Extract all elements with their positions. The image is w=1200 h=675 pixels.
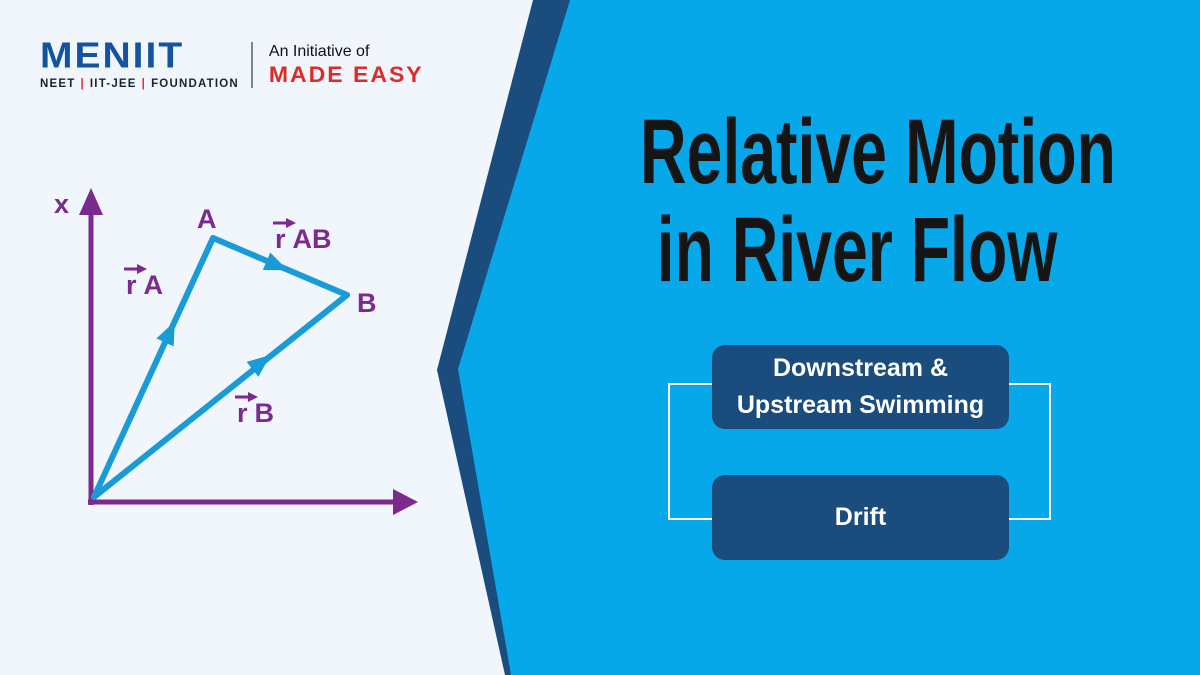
axis-label-x: x	[54, 189, 69, 219]
point-b-label: B	[357, 288, 377, 318]
ra-overbar-arrowhead-icon	[137, 264, 147, 274]
brand-header: MENIIT NEET|IIT-JEE|FOUNDATION An Initia…	[40, 36, 424, 90]
vector-rab-arrowhead-icon	[262, 252, 288, 271]
rab-overbar-arrowhead-icon	[286, 218, 296, 228]
tagline-separator: |	[141, 78, 147, 90]
downstream-upstream-line2: Upstream Swimming	[736, 391, 985, 419]
made-easy-logo-text: MADE EASY	[268, 62, 424, 87]
title-line-2: in River Flow	[656, 199, 1058, 301]
vector-rb-line	[91, 292, 350, 500]
initiative-label: An Initiative of	[268, 43, 370, 60]
title-line-1: Relative Motion	[640, 101, 1116, 203]
brand-divider-line	[250, 42, 253, 88]
vector-ra-line	[91, 235, 216, 500]
meniit-logo-tagline: NEET|IIT-JEE|FOUNDATION	[40, 78, 239, 90]
tagline-separator: |	[80, 78, 85, 90]
downstream-upstream-line1: Downstream &	[772, 354, 949, 382]
meniit-logo-text: MENIIT	[40, 36, 185, 76]
vector-ra-arrowhead-icon	[156, 321, 175, 347]
y-axis-arrowhead-icon	[79, 188, 103, 215]
drift-label: Drift	[834, 503, 887, 531]
made-easy-block: An Initiative of MADE EASY	[269, 42, 424, 88]
meniit-logo: MENIIT NEET|IIT-JEE|FOUNDATION	[40, 36, 239, 90]
x-axis-arrowhead-icon	[393, 489, 418, 515]
point-a-label: A	[197, 204, 217, 234]
page-title: Relative Motion in River Flow	[547, 103, 1167, 299]
drift-button[interactable]: Drift	[712, 475, 1009, 560]
downstream-upstream-button[interactable]: Downstream & Upstream Swimming	[712, 345, 1009, 429]
rb-overbar-arrowhead-icon	[248, 392, 258, 402]
vector-rb-arrowhead-icon	[246, 355, 271, 377]
